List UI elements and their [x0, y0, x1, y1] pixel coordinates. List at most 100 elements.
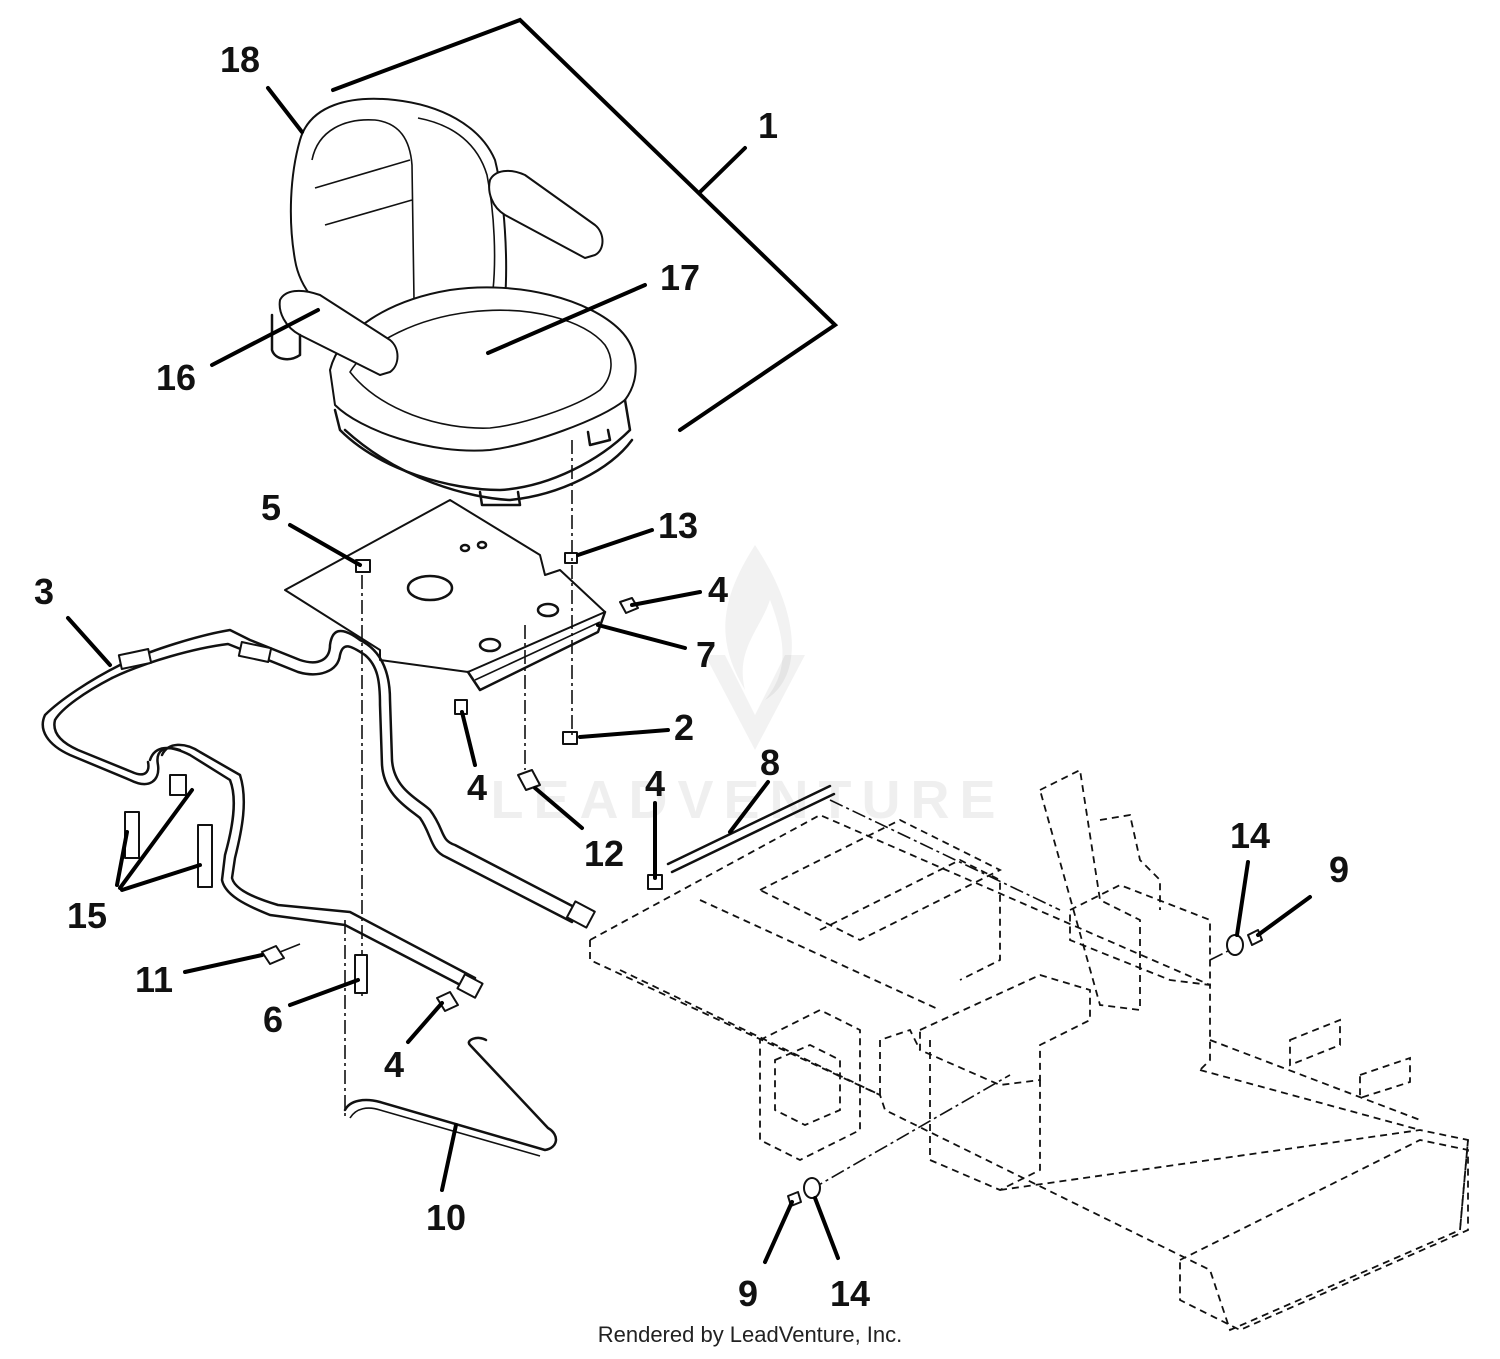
support-tube-clamp-2 [117, 648, 153, 670]
callout-9-right: 9 [1329, 849, 1349, 890]
callout-1: 1 [758, 105, 778, 146]
seat-rail-rear [586, 428, 612, 447]
bushing-4-top [619, 597, 639, 614]
support-tube [41, 628, 596, 999]
support-tube-outer [118, 628, 582, 912]
callout-18: 18 [220, 39, 260, 80]
seat-back-seam-2 [324, 199, 413, 226]
support-tube-lower [148, 746, 472, 992]
callout-3: 3 [34, 571, 54, 612]
centerline-frame-9 [809, 1074, 1011, 1191]
leader-11 [183, 953, 264, 974]
nut-13 [564, 552, 578, 564]
seat-back-panel-right [417, 117, 496, 291]
bolt-6 [354, 954, 368, 994]
frame-bracket-b [774, 1044, 841, 1126]
armrest-right [488, 169, 604, 259]
leader-5 [288, 523, 362, 567]
frame-upright-right [1038, 768, 1141, 1012]
leader-1 [698, 146, 747, 194]
seat-base [333, 398, 632, 492]
leader-16 [210, 308, 320, 367]
leader-9-right [1256, 895, 1312, 937]
callout-labels: 1 2 3 4 4 4 4 5 6 7 8 9 9 10 11 12 13 14… [34, 39, 1349, 1314]
leader-17 [486, 283, 647, 355]
seat-pan-hole-1 [478, 637, 502, 653]
frame-rail-long [999, 1129, 1469, 1231]
armrest-left-mount [270, 313, 302, 361]
rod-10-shape [343, 1036, 558, 1152]
rod-10-inner [349, 1107, 541, 1157]
leader-14-right [1235, 860, 1250, 937]
frame-side-rail-2 [1209, 1039, 1421, 1121]
seat-pan-plate [284, 499, 606, 673]
callout-17: 17 [660, 257, 700, 298]
callout-6: 6 [263, 999, 283, 1040]
seat-rail [478, 490, 522, 507]
callout-14-left: 14 [830, 1273, 870, 1314]
callout-10: 10 [426, 1197, 466, 1238]
callout-4a: 4 [708, 569, 728, 610]
leader-14-left [813, 1196, 840, 1260]
leader-15a [115, 830, 129, 887]
seat-pan-flange-edge [474, 621, 601, 681]
foam-grips [124, 774, 213, 888]
leader-9-left [763, 1200, 794, 1264]
support-tube-end-lower [456, 973, 484, 999]
frame-rail-front [619, 969, 881, 1096]
mower-frame [589, 768, 1469, 1332]
callout-2: 2 [674, 707, 694, 748]
screw-11 [261, 945, 285, 965]
frame-crossmember-2 [757, 818, 1003, 942]
callout-14-right: 14 [1230, 815, 1270, 856]
frame-side-rail [1199, 1069, 1421, 1131]
frame-tower-arm [1099, 813, 1161, 910]
leader-7 [596, 623, 687, 650]
callout-12: 12 [584, 833, 624, 874]
seat-assembly-bracket [331, 17, 839, 432]
frame-box-center [919, 974, 1091, 1086]
callout-7: 7 [696, 634, 716, 675]
armrest-left [278, 289, 399, 376]
support-tube-end-right [565, 900, 596, 929]
washer-14-right [1226, 934, 1244, 956]
leader-15b [118, 788, 194, 890]
frame-upright-left [879, 1028, 921, 1095]
frame-box-lower [929, 1040, 1041, 1191]
clip-nut-12 [517, 769, 541, 791]
callout-16: 16 [156, 357, 196, 398]
tube-8-shape [666, 784, 832, 866]
tube-8 [666, 784, 836, 874]
frame-crossmember-1 [699, 899, 941, 1011]
watermark-flame-icon [725, 545, 792, 700]
leader-4d [406, 1001, 444, 1044]
callout-4c: 4 [645, 763, 665, 804]
seat-assembly [270, 97, 637, 507]
seat-back-panel-left [311, 119, 415, 301]
frame-outline-top [589, 813, 1211, 1071]
grip-3 [169, 774, 187, 796]
frame-plate-rear [1179, 1139, 1469, 1331]
rod-10 [343, 1036, 558, 1157]
support-tube-lower-inner [160, 743, 477, 980]
seat-pan-hole-large [406, 574, 454, 602]
seat-pan-flange [466, 610, 607, 692]
leader-4b [460, 710, 477, 767]
washer-14-left [803, 1177, 821, 1199]
leader-15c [120, 863, 202, 892]
frame-axle-stub-2 [1359, 1056, 1411, 1100]
footer-credit: Rendered by LeadVenture, Inc. [597, 1322, 903, 1347]
seat-back [289, 97, 508, 331]
callout-13: 13 [658, 505, 698, 546]
watermark-text: LEADVENTURE [490, 770, 1005, 830]
support-tube-loop-left-inner [53, 676, 150, 776]
callout-11: 11 [135, 959, 173, 1000]
callout-8: 8 [760, 742, 780, 783]
seat-pan [284, 499, 607, 692]
seat-hardware [355, 552, 639, 791]
support-tube-loop-left [41, 663, 182, 786]
frame-outline-left [589, 940, 1469, 1332]
bushing-4-lower [436, 991, 459, 1012]
leader-3 [66, 616, 112, 667]
